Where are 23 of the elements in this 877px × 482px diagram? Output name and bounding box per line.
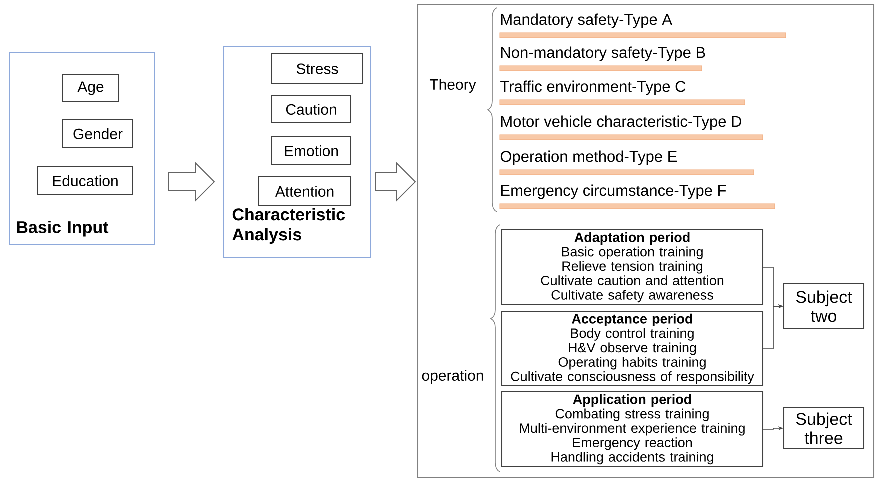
attribute-box: Attention xyxy=(258,176,352,206)
block-arrow xyxy=(168,162,216,202)
period-box: Acceptance period Body control training H&V observe training Operating habits training Cultivate consciousness of responsibility xyxy=(502,312,764,386)
attribute-box: Stress xyxy=(272,54,364,84)
side-label: operation xyxy=(422,370,484,384)
attribute-box: Emotion xyxy=(272,136,352,166)
subject-box: Subject three xyxy=(784,408,864,450)
category-label: Emergency circumstance-Type F xyxy=(501,184,726,200)
period-box: Adaptation period Basic operation training Relieve tension training Cultivate caution and attention Cultivate safety awareness xyxy=(502,230,764,306)
category-label: Non-mandatory safety-Type B xyxy=(501,46,706,62)
category-label: Mandatory safety-Type A xyxy=(501,14,672,28)
attribute-box: Age xyxy=(62,74,120,102)
period-box: Application period Combating stress training Multi-environment experience training Emergency reaction Handling accidents training xyxy=(502,392,764,468)
outer-frame xyxy=(418,4,874,478)
category-label: Motor vehicle characteristic-Type D xyxy=(501,116,742,130)
attribute-box: Gender xyxy=(62,120,134,148)
category-label: Traffic environment-Type C xyxy=(500,80,686,96)
attribute-box: Caution xyxy=(272,96,352,124)
attribute-box: Education xyxy=(38,166,134,196)
category-label: Operation method-Type E xyxy=(500,150,677,166)
subject-box: Subject two xyxy=(784,284,864,330)
side-label: Theory xyxy=(430,79,476,93)
block-arrow xyxy=(375,162,416,202)
